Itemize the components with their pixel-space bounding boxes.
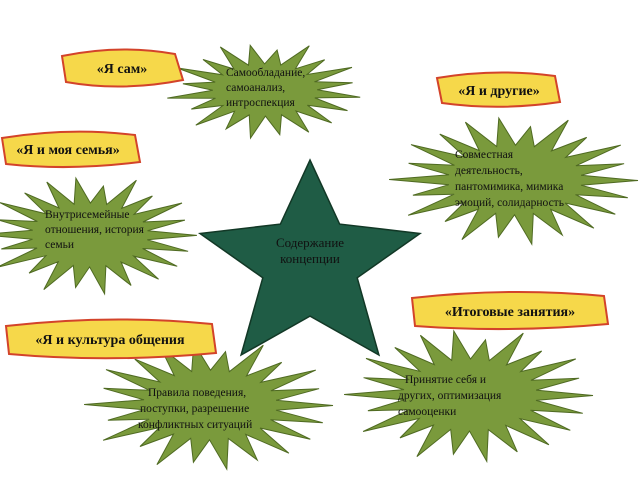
burst-family-line2: отношения, история (45, 224, 145, 236)
burst-others-shape (389, 116, 639, 246)
burst-culture-line1: Правила поведения, (148, 387, 246, 399)
banner-final-shape (410, 290, 610, 331)
banner-others-label: «Я и другие» (458, 84, 540, 99)
burst-final-line3: самооценки (398, 406, 456, 418)
banner-culture-label: «Я и культура общения (35, 333, 185, 348)
burst-culture-line2: поступки, разрешение (140, 403, 249, 415)
burst-others-line4: эмоций, солидарность (455, 197, 564, 209)
burst-others-line3: пантомимика, мимика (455, 181, 563, 193)
burst-final-line2: других, оптимизация (398, 390, 502, 402)
burst-family-shape (0, 176, 197, 296)
burst-family-line3: семьи (45, 239, 74, 251)
burst-self-line2: самоанализ, (226, 82, 285, 94)
burst-family: Внутрисемейные отношения, история семьи (0, 176, 197, 296)
central-star: Содержание концепции (197, 158, 423, 357)
burst-self-line1: Самообладание, (226, 67, 305, 79)
burst-others-line2: деятельность, (455, 165, 523, 177)
center-title-line2: концепции (280, 251, 340, 266)
central-star-shape (197, 158, 423, 357)
burst-self: Самообладание, самоанализ, интроспекция (167, 43, 361, 140)
burst-culture: Правила поведения, поступки, разрешение … (84, 341, 334, 471)
banner-family-shape (0, 130, 142, 169)
banner-others: «Я и другие» (435, 71, 562, 108)
burst-final-shape (344, 329, 594, 464)
burst-culture-shape (84, 341, 334, 471)
banner-others-shape (435, 71, 562, 108)
center-title-line1: Содержание (276, 235, 344, 250)
banner-self-label: «Я сам» (97, 62, 148, 77)
burst-family-line1: Внутрисемейные (45, 209, 130, 221)
burst-others-line1: Совместная (455, 149, 514, 161)
banner-self: «Я сам» (60, 48, 185, 88)
banner-culture-shape (4, 318, 218, 360)
burst-final: Принятие себя и других, оптимизация само… (344, 329, 594, 464)
banner-family: «Я и моя семья» (0, 130, 142, 169)
burst-final-line1: Принятие себя и (405, 374, 486, 386)
banner-family-label: «Я и моя семья» (16, 143, 119, 158)
burst-self-shape (167, 43, 361, 140)
banner-self-shape (60, 48, 185, 88)
burst-culture-line3: конфликтных ситуаций (138, 419, 252, 431)
burst-self-line3: интроспекция (226, 97, 296, 109)
banner-final-label: «Итоговые занятия» (445, 305, 575, 320)
burst-others: Совместная деятельность, пантомимика, ми… (389, 116, 639, 246)
banner-final: «Итоговые занятия» (410, 290, 610, 331)
banner-culture: «Я и культура общения (4, 318, 218, 360)
